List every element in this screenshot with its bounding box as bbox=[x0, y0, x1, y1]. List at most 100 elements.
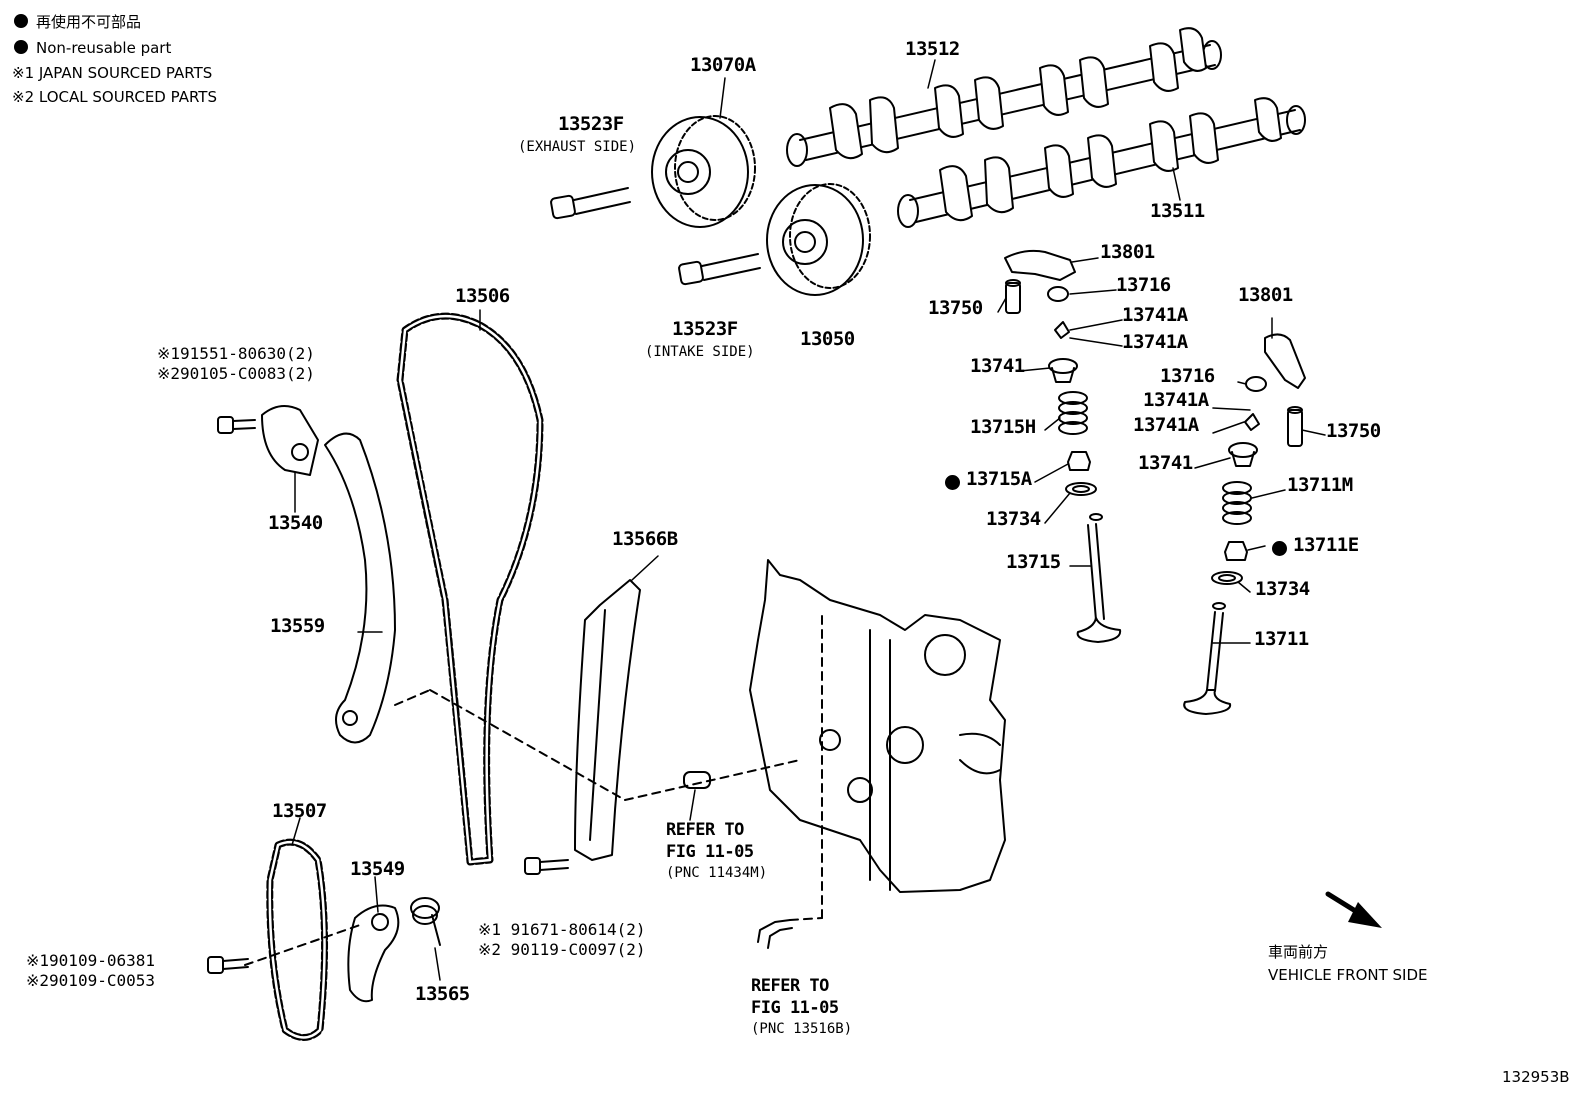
label-13741A-d: 13741A bbox=[1133, 414, 1199, 436]
label-13716-b: 13716 bbox=[1160, 365, 1215, 387]
legend-note1: ※1 JAPAN SOURCED PARTS bbox=[12, 64, 213, 82]
valve-seal-13715A bbox=[1067, 451, 1091, 471]
spring-13565 bbox=[410, 897, 441, 946]
nonreusable-dot-icon bbox=[945, 475, 960, 490]
label-13716-a: 13716 bbox=[1116, 274, 1171, 296]
label-13566B: 13566B bbox=[612, 528, 678, 550]
nonreusable-dot-icon bbox=[14, 14, 28, 28]
bolt-guide bbox=[524, 857, 569, 875]
label-13734-b: 13734 bbox=[1255, 578, 1310, 600]
lash-pad-13716-a bbox=[1047, 286, 1069, 302]
chain-guide-13566B bbox=[574, 579, 641, 861]
spring-13715H bbox=[1058, 391, 1088, 435]
label-13741-a: 13741 bbox=[970, 355, 1025, 377]
label-exhaust-side: (EXHAUST SIDE) bbox=[518, 139, 637, 155]
oil-pump-chain-13507 bbox=[266, 838, 329, 1041]
label-13511: 13511 bbox=[1150, 200, 1205, 222]
legend-nonreusable: Non-reusable part bbox=[14, 40, 171, 56]
retainer-13741-a bbox=[1048, 358, 1078, 383]
label-13565: 13565 bbox=[415, 983, 470, 1005]
lash-pad-13716-b bbox=[1245, 376, 1267, 392]
valve-13715 bbox=[1076, 513, 1122, 643]
label-13750-b: 13750 bbox=[1326, 420, 1381, 442]
bolt-callout-1-line2: ※290105-C0083(2) bbox=[157, 364, 315, 383]
bolt-13523F-exhaust bbox=[550, 187, 631, 220]
legend-jp-text: 再使用不可部品 bbox=[36, 13, 142, 31]
rocker-arm-13801-a bbox=[1004, 249, 1076, 281]
oil-jet-pipe bbox=[757, 919, 793, 949]
chain-slipper-13559 bbox=[324, 432, 396, 744]
figure-id: 132953B bbox=[1502, 1068, 1570, 1086]
front-direction-arrow bbox=[1325, 891, 1382, 928]
label-13506: 13506 bbox=[455, 285, 510, 307]
leader-lines bbox=[291, 59, 1326, 981]
label-13549: 13549 bbox=[350, 858, 405, 880]
label-13715A: 13715A bbox=[966, 468, 1032, 490]
label-13750-a: 13750 bbox=[928, 297, 983, 319]
label-13801-a: 13801 bbox=[1100, 241, 1155, 263]
ref1-line1: REFER TO bbox=[666, 820, 744, 840]
label-13801-b: 13801 bbox=[1238, 284, 1293, 306]
washer-13734-b bbox=[1211, 571, 1243, 585]
label-13711M: 13711M bbox=[1287, 474, 1353, 496]
label-13741A-a: 13741A bbox=[1122, 304, 1188, 326]
bolt-callout-2-line1: ※1 91671-80614(2) bbox=[478, 920, 646, 939]
cam-sprocket-13050 bbox=[766, 183, 871, 296]
bolt-callout-3-line1: ※190109-06381 bbox=[26, 951, 155, 970]
spring-13711M bbox=[1222, 481, 1252, 525]
label-13523F-exhaust: 13523F bbox=[558, 113, 624, 135]
label-13711E: 13711E bbox=[1293, 534, 1359, 556]
intake-camshaft-13511 bbox=[897, 97, 1306, 228]
valve-13711 bbox=[1183, 602, 1232, 715]
bolt-callout-1-line1: ※191551-80630(2) bbox=[157, 344, 315, 363]
keeper-13741A-a bbox=[1054, 321, 1070, 339]
keeper-13741A-b bbox=[1244, 413, 1260, 431]
timing-chain-13506 bbox=[396, 312, 544, 866]
label-intake-side: (INTAKE SIDE) bbox=[645, 344, 755, 360]
label-13559: 13559 bbox=[270, 615, 325, 637]
ref1-line3: (PNC 11434M) bbox=[666, 865, 768, 881]
engine-block bbox=[749, 559, 1006, 893]
label-13711: 13711 bbox=[1254, 628, 1309, 650]
legend-jp-nonreusable: 再使用不可部品 bbox=[14, 14, 141, 30]
label-13741A-b: 13741A bbox=[1122, 331, 1188, 353]
label-13540: 13540 bbox=[268, 512, 323, 534]
rocker-arm-13801-b bbox=[1264, 333, 1306, 389]
vehicle-front-en: VEHICLE FRONT SIDE bbox=[1268, 966, 1428, 984]
ref2-line1: REFER TO bbox=[751, 976, 829, 996]
label-13512: 13512 bbox=[905, 38, 960, 60]
label-13715: 13715 bbox=[1006, 551, 1061, 573]
cam-sprocket-13070A bbox=[651, 115, 756, 228]
valve-seal-13711E bbox=[1224, 541, 1248, 561]
label-13734-a: 13734 bbox=[986, 508, 1041, 530]
label-13741-b: 13741 bbox=[1138, 452, 1193, 474]
washer-13734-a bbox=[1065, 482, 1097, 496]
pivot-13750-a bbox=[1005, 279, 1021, 314]
chain-tensioner-13540 bbox=[217, 405, 319, 476]
ref2-line3: (PNC 13516B) bbox=[751, 1021, 853, 1037]
oil-pump-tensioner-13549 bbox=[347, 904, 400, 1003]
legend-note2: ※2 LOCAL SOURCED PARTS bbox=[12, 88, 217, 106]
label-13507: 13507 bbox=[272, 800, 327, 822]
label-13050: 13050 bbox=[800, 328, 855, 350]
exhaust-camshaft-13512 bbox=[786, 27, 1222, 167]
retainer-13741-b bbox=[1228, 442, 1258, 467]
ref1-line2: FIG 11-05 bbox=[666, 842, 754, 862]
pivot-13750-b bbox=[1287, 406, 1303, 447]
legend-en-text: Non-reusable part bbox=[36, 39, 172, 57]
bolt-oil-pump-tensioner bbox=[207, 956, 249, 974]
label-13070A: 13070A bbox=[690, 54, 756, 76]
nonreusable-dot-icon bbox=[14, 40, 28, 54]
bolt-13523F-intake bbox=[678, 253, 761, 286]
label-13741A-c: 13741A bbox=[1143, 389, 1209, 411]
bolt-callout-2-line2: ※2 90119-C0097(2) bbox=[478, 940, 646, 959]
vehicle-front-jp: 車両前方 bbox=[1268, 943, 1329, 961]
nonreusable-dot-icon bbox=[1272, 541, 1287, 556]
ref2-line2: FIG 11-05 bbox=[751, 998, 839, 1018]
label-13523F-intake: 13523F bbox=[672, 318, 738, 340]
reference-lines bbox=[244, 609, 823, 966]
label-13715H: 13715H bbox=[970, 416, 1036, 438]
bolt-callout-3-line2: ※290109-C0053 bbox=[26, 971, 155, 990]
